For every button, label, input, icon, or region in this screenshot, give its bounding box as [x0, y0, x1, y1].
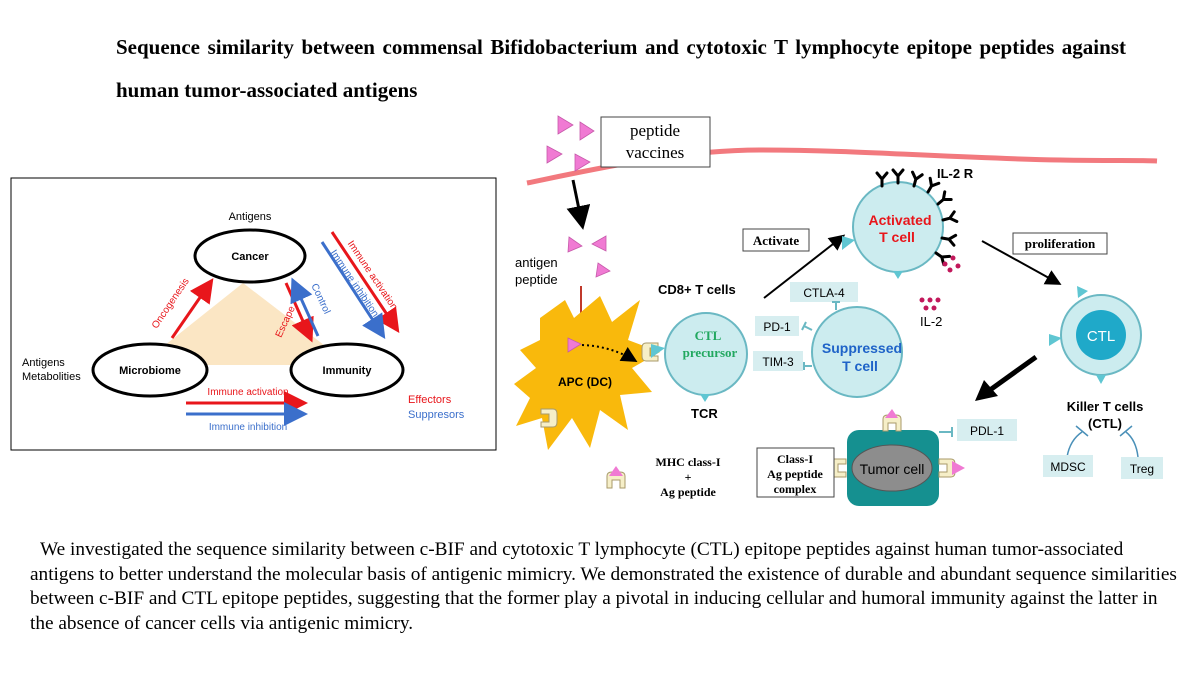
page-title: Sequence similarity between commensal Bi…: [116, 35, 1126, 102]
treg-box: [1121, 457, 1163, 479]
killer-to-tumor-arrowhead: [975, 380, 998, 401]
ctl-tcr-3: [1096, 375, 1106, 384]
tim3-box: [753, 351, 803, 371]
oncogenesis-arrow: [170, 278, 214, 339]
escape-arrow: [284, 282, 314, 343]
il2-dots-near-cell: [942, 255, 961, 273]
suppressed-receptors: [801, 301, 840, 370]
mdsc-box: [1043, 455, 1093, 477]
activated-label-1: Activated: [868, 212, 931, 228]
apc-label: APC (DC): [558, 375, 612, 389]
mhc-legend-label-2: +: [685, 470, 692, 484]
mhc-legend-label-3: Ag peptide: [660, 485, 716, 499]
activated-tcr-1: [842, 236, 855, 250]
peptide-vaccines-box: [600, 116, 711, 168]
activate-arrow: [763, 234, 846, 299]
suppressed-label-1: Suppressed: [822, 340, 902, 356]
activate-box: [742, 228, 810, 252]
immune-inhibition-bottom-label: Immune inhibition: [209, 422, 287, 433]
mhc-legend-peptide: [609, 466, 623, 476]
tumor-cell-label: Tumor cell: [860, 461, 925, 477]
tumor-peptide-right: [952, 461, 965, 475]
il2r-label: IL-2 R: [937, 166, 974, 181]
apc-peptide: [567, 337, 582, 353]
control-arrow: [290, 277, 320, 337]
immune-activation-diag-arrow: [330, 231, 400, 333]
summary-text: We investigated the sequence similarity …: [30, 539, 1177, 634]
activated-tcr-2: [893, 271, 903, 279]
cancer-node: [193, 228, 307, 284]
pd1-label: PD-1: [763, 320, 791, 334]
suppressed-label-2: T cell: [842, 358, 878, 374]
tumor-nucleus: [851, 444, 933, 492]
left-diagram: Antigens Cancer Microbiome Immunity Anti…: [10, 177, 497, 451]
killer-to-tumor-arrow: [988, 354, 1038, 393]
classI-label-3: complex: [774, 482, 817, 496]
antigens-left-label: Antigens: [22, 357, 65, 369]
proliferation-arrow: [981, 240, 1062, 285]
proliferation-box: [1012, 232, 1108, 255]
apc-to-ctl-dotted: [581, 344, 638, 363]
ctl-precursor-label-2: precursor: [683, 345, 738, 360]
apc-cell: [514, 296, 660, 450]
tumor-pdl1-receptor: [939, 427, 953, 437]
suppresors-label: Suppresors: [408, 409, 465, 421]
ctla4-box: [790, 282, 858, 302]
effectors-label: Effectors: [408, 394, 452, 406]
triangle-background: [140, 283, 350, 365]
vaccine-down-arrow: [566, 179, 591, 230]
suppressed-t-cell: [811, 306, 903, 398]
immunity-label: Immunity: [323, 365, 373, 377]
mhc-legend-label-1: MHC class-I: [656, 455, 721, 469]
immunity-node: [289, 342, 405, 398]
classI-label-2: Ag peptide: [767, 467, 823, 481]
ctl-label: CTL: [1087, 328, 1115, 345]
classI-box: [756, 447, 835, 498]
microbiome-node: [91, 342, 209, 398]
killer-label-2: (CTL): [1088, 416, 1122, 431]
antigen-peptide-label-1: antigen: [515, 255, 558, 270]
pdl1-box: [957, 419, 1017, 441]
proliferation-label: proliferation: [1025, 236, 1096, 251]
il2-label: IL-2: [920, 314, 942, 329]
right-diagram: peptide vaccines antigen peptide APC (DC…: [514, 115, 1163, 506]
classI-label-1: Class-I: [777, 452, 813, 466]
microbiome-label: Microbiome: [119, 365, 181, 377]
killer-label-1: Killer T cells: [1067, 399, 1144, 414]
pd1-box: [755, 316, 799, 336]
ctl-precursor-label-1: CTL: [695, 328, 722, 343]
ctla4-label: CTLA-4: [803, 286, 845, 300]
peptide-vaccine-triangles: [546, 115, 595, 172]
tim3-label: TIM-3: [762, 355, 794, 369]
metabolities-left-label: Metabolities: [22, 371, 81, 383]
antigens-top-label: Antigens: [229, 211, 272, 223]
peptide-vaccines-label-1: peptide: [630, 121, 680, 140]
peptide-vaccines-label-2: vaccines: [626, 143, 685, 162]
cancer-label: Cancer: [231, 251, 269, 263]
activated-label-2: T cell: [879, 229, 915, 245]
immune-activation-bottom-label: Immune activation: [207, 387, 288, 398]
ctl-precursor-tcr-1: [651, 344, 665, 358]
activate-label: Activate: [753, 233, 799, 248]
cd8-label: CD8+ T cells: [658, 282, 736, 297]
pdl1-label: PDL-1: [970, 424, 1004, 438]
immune-inhibition-diag-arrow: [320, 241, 386, 340]
antigen-peptide-label-2: peptide: [515, 272, 558, 287]
ctl-precursor-tcr-2: [700, 394, 710, 402]
il2-dots: [919, 297, 941, 311]
antigen-peptide-triangles: [567, 235, 611, 278]
tcr-label: TCR: [691, 406, 718, 421]
ctl-tcr-2: [1049, 334, 1062, 346]
tumor-peptide-top: [885, 409, 898, 418]
mdsc-label: MDSC: [1050, 460, 1086, 474]
ctl-tcr-1: [1077, 286, 1088, 298]
treg-label: Treg: [1130, 462, 1154, 476]
ctl-nucleus: [1076, 310, 1126, 360]
mdsc-inhibition: [1066, 425, 1139, 458]
